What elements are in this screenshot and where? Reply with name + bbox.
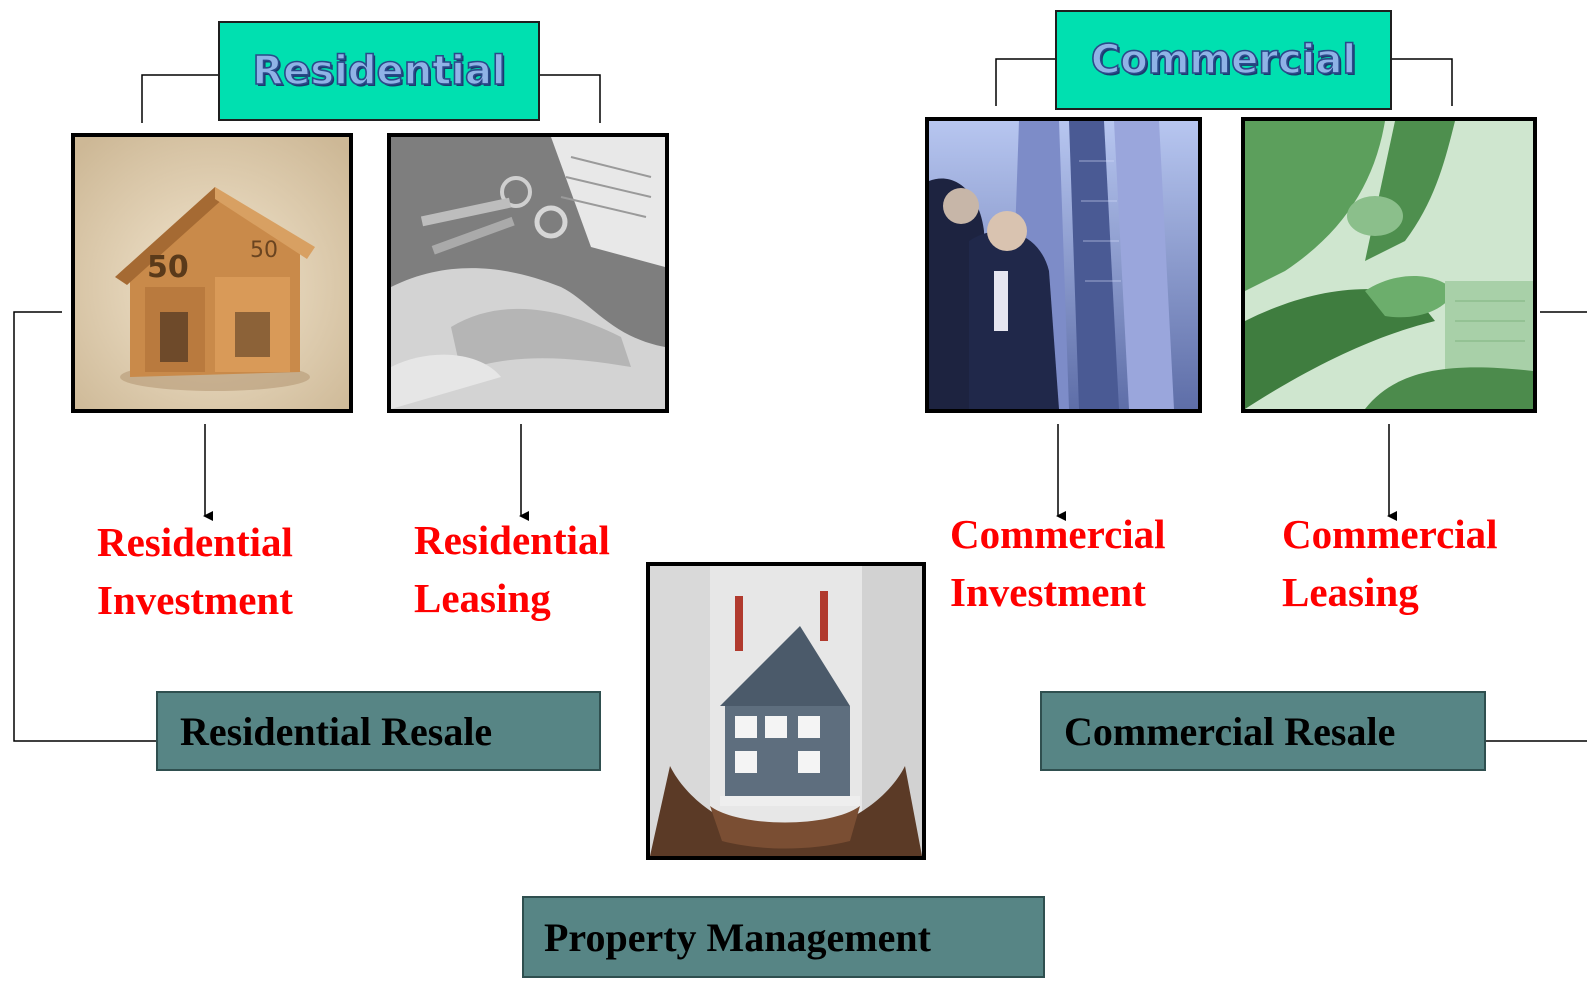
residential-header: Residential <box>218 21 540 121</box>
commercial-investment-label: Commercial Investment <box>950 505 1166 621</box>
residential-investment-label: Residential Investment <box>97 513 293 629</box>
commercial-investment-line1: Commercial <box>950 511 1166 557</box>
property-management-box: Property Management <box>522 896 1045 978</box>
residential-leasing-line2: Leasing <box>414 575 551 621</box>
residential-investment-line1: Residential <box>97 519 293 565</box>
svg-text:50: 50 <box>250 238 278 263</box>
commercial-resale-box: Commercial Resale <box>1040 691 1486 771</box>
residential-leasing-label: Residential Leasing <box>414 511 610 627</box>
commercial-bracket-left <box>995 58 1056 106</box>
green-tinted-handshake-photo <box>1241 117 1537 413</box>
commercial-bracket-right <box>1388 58 1453 106</box>
commercial-leasing-line2: Leasing <box>1282 569 1419 615</box>
residential-bracket-right <box>538 74 601 123</box>
businessmen-skyscrapers-photo <box>925 117 1202 413</box>
residential-bracket-left <box>141 74 218 123</box>
commercial-leasing-line1: Commercial <box>1282 511 1498 557</box>
property-management-label: Property Management <box>544 914 931 960</box>
residential-resale-label: Residential Resale <box>180 708 493 754</box>
residential-resale-connector <box>13 311 156 742</box>
residential-investment-line2: Investment <box>97 577 293 623</box>
svg-text:50: 50 <box>147 250 189 285</box>
euro-banknote-house-photo: 50 50 <box>71 133 353 413</box>
commercial-investment-line2: Investment <box>950 569 1146 615</box>
commercial-leasing-label: Commercial Leasing <box>1282 505 1498 621</box>
residential-header-label: Residential <box>252 47 507 95</box>
handshake-with-keys-photo <box>387 133 669 413</box>
commercial-resale-label: Commercial Resale <box>1064 708 1396 754</box>
commercial-header: Commercial <box>1055 10 1392 110</box>
residential-resale-box: Residential Resale <box>156 691 601 771</box>
hands-holding-model-house-photo <box>646 562 926 860</box>
residential-leasing-line1: Residential <box>414 517 610 563</box>
commercial-header-label: Commercial <box>1090 36 1357 84</box>
